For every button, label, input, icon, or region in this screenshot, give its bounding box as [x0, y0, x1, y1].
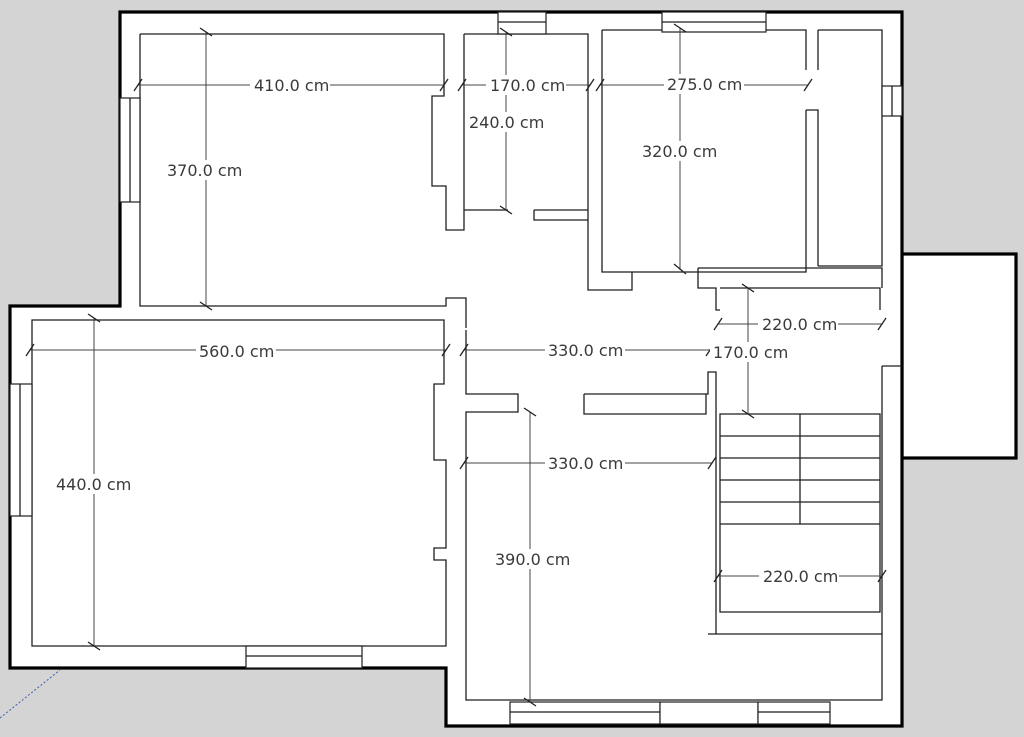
terrace — [900, 252, 1018, 460]
stair-treads — [720, 414, 880, 525]
dim-label-440: 440.0 cm — [56, 475, 131, 494]
dim-label-330-hall: 330.0 cm — [548, 341, 623, 360]
dim-label-410: 410.0 cm — [254, 76, 329, 95]
dim-label-170-bath: 170.0 cm — [490, 76, 565, 95]
dim-label-330-kitchen: 330.0 cm — [548, 454, 623, 473]
dim-label-220-landing: 220.0 cm — [762, 315, 837, 334]
dim-label-170-hall: 170.0 cm — [713, 343, 788, 362]
dim-label-320: 320.0 cm — [642, 142, 717, 161]
dim-label-390: 390.0 cm — [495, 550, 570, 569]
dim-label-370: 370.0 cm — [167, 161, 242, 180]
dim-label-240: 240.0 cm — [469, 113, 544, 132]
dim-label-560: 560.0 cm — [199, 342, 274, 361]
dimension-labels: 410.0 cm 370.0 cm 170.0 cm 240.0 cm 275.… — [52, 74, 839, 586]
windows — [9, 11, 903, 725]
building-outline — [8, 10, 904, 728]
interior-walls — [31, 29, 902, 701]
dim-label-220-stair: 220.0 cm — [763, 567, 838, 586]
dim-label-275: 275.0 cm — [667, 75, 742, 94]
axis-line — [0, 669, 61, 719]
